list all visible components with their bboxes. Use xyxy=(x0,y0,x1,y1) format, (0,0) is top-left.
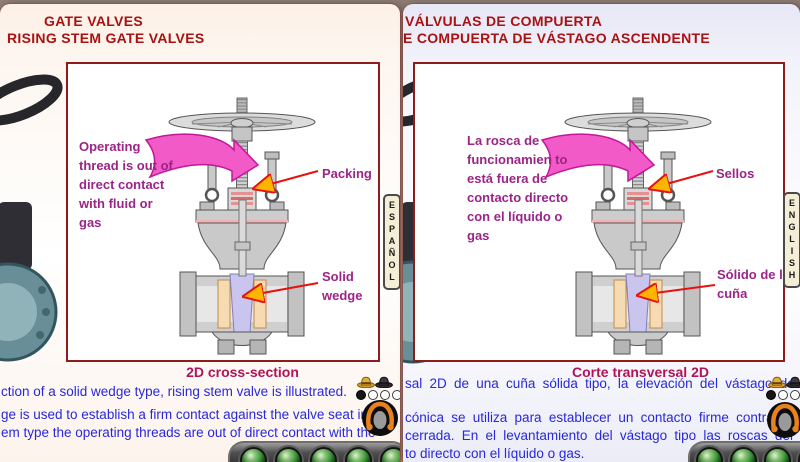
body-text-line: sal 2D de una cuña sólida tipo, la eleva… xyxy=(405,376,795,391)
headphones-icon[interactable] xyxy=(361,399,399,439)
page-title: VÁLVULAS DE COMPUERTA xyxy=(405,13,603,29)
packing-label: Packing xyxy=(322,166,372,181)
page-dots[interactable] xyxy=(356,390,400,400)
language-tab-espanol[interactable]: ESPAÑOL xyxy=(383,194,400,290)
page-dots[interactable] xyxy=(766,390,800,400)
page-dot[interactable] xyxy=(368,390,378,400)
player-button[interactable] xyxy=(275,447,302,462)
body-text-line: to directo con el líquido o gas. xyxy=(405,446,585,461)
diagram-caption: Corte transversal 2D xyxy=(572,364,709,380)
page-dot[interactable] xyxy=(766,390,776,400)
page-subtitle: E COMPUERTA DE VÁSTAGO ASCENDENTE xyxy=(403,30,711,46)
black-hat-icon[interactable] xyxy=(375,375,393,388)
packing-label: Sellos xyxy=(716,166,755,181)
language-tab-english[interactable]: ENGLISH xyxy=(783,192,800,288)
body-text-line: cónica se utiliza para establecer un con… xyxy=(405,410,792,425)
headphones-icon[interactable] xyxy=(766,401,800,441)
player-button[interactable] xyxy=(696,447,723,462)
player-button[interactable] xyxy=(380,447,400,462)
black-hat-icon[interactable] xyxy=(786,375,800,388)
gold-hat-icon[interactable] xyxy=(768,375,786,388)
wedge-label: Sólido de la cuña xyxy=(717,267,790,301)
thread-label: La rosca de funcionamien to está fuera d… xyxy=(467,133,569,243)
valve-diagram xyxy=(168,97,316,355)
page-dot[interactable] xyxy=(356,390,366,400)
window-spanish: VÁLVULAS DE COMPUERTA E COMPUERTA DE VÁS… xyxy=(403,4,800,462)
page-title: GATE VALVES xyxy=(44,13,143,29)
body-text-line: cerrada. En el levantamiento del vástago… xyxy=(405,428,793,443)
player-bar xyxy=(688,441,800,462)
page-dot[interactable] xyxy=(778,390,788,400)
valve-diagram xyxy=(564,97,712,355)
body-text-line: ge is used to establish a firm contact a… xyxy=(1,407,368,422)
page-subtitle: RISING STEM GATE VALVES xyxy=(7,30,205,46)
player-bar xyxy=(228,441,400,462)
window-english: GATE VALVES RISING STEM GATE VALVES xyxy=(0,4,400,462)
gold-hat-icon[interactable] xyxy=(357,375,375,388)
valve-photo xyxy=(0,74,63,362)
thread-label: Operating thread is out of direct contac… xyxy=(79,139,173,230)
player-button[interactable] xyxy=(764,447,791,462)
wedge-label: Solid wedge xyxy=(322,269,363,303)
body-text-line: em type the operating threads are out of… xyxy=(1,425,376,440)
page-dot[interactable] xyxy=(392,390,400,400)
player-button[interactable] xyxy=(240,447,267,462)
body-text-line: ction of a solid wedge type, rising stem… xyxy=(1,384,347,399)
player-button[interactable] xyxy=(345,447,372,462)
diagram-caption: 2D cross-section xyxy=(186,364,299,380)
page-dot[interactable] xyxy=(380,390,390,400)
page-dot[interactable] xyxy=(790,390,800,400)
player-button[interactable] xyxy=(310,447,337,462)
player-button[interactable] xyxy=(730,447,757,462)
